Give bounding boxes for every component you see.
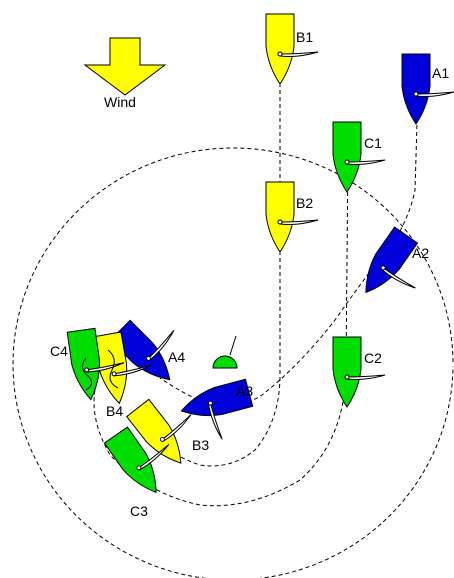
boat-hull-icon: [126, 398, 182, 464]
boat-label-b4: B4: [106, 403, 123, 419]
boat-sail-icon: [138, 444, 170, 471]
boat-mast-icon: [207, 400, 213, 406]
boat-label-c2: C2: [364, 350, 382, 366]
boat-sail-icon: [147, 329, 175, 361]
boat-a3: [180, 378, 254, 440]
boat-mast-icon: [380, 265, 386, 271]
wind-label: Wind: [104, 94, 136, 110]
boat-b3: [126, 398, 192, 464]
boat-label-a1: A1: [432, 65, 449, 81]
boat-sail-icon: [113, 364, 152, 377]
boat-mast-icon: [277, 219, 283, 225]
boat-c3: [103, 426, 170, 494]
boat-mast-icon: [413, 91, 419, 97]
boat-sail-icon: [346, 159, 386, 165]
boat-sail-icon: [381, 267, 416, 289]
mark-flag-pole: [229, 335, 237, 356]
boat-sail-icon: [279, 51, 319, 57]
boat-b4-sail-curve: [107, 349, 119, 389]
boat-label-c1: C1: [364, 135, 382, 151]
boat-label-b3: B3: [192, 437, 209, 453]
mark-buoy-icon: [212, 355, 238, 369]
boat-sail-icon: [279, 219, 319, 225]
path-c: [93, 149, 349, 507]
boat-sail-icon: [346, 374, 386, 380]
boat-hull-icon: [180, 378, 254, 417]
boat-mast-icon: [84, 367, 90, 373]
boat-hull-icon: [401, 53, 431, 125]
course-paths: [12, 55, 454, 578]
boat-mast-icon: [111, 371, 117, 377]
boat-mast-icon: [344, 159, 350, 165]
boat-label-b2: B2: [296, 195, 313, 211]
boat-b2: [265, 181, 319, 253]
boat-label-a2: A2: [412, 245, 429, 261]
boat-label-b1: B1: [296, 29, 313, 45]
boat-mast-icon: [277, 51, 283, 57]
boat-label-a3: A3: [236, 383, 253, 399]
boat-label-c4: C4: [50, 343, 68, 359]
boat-mast-icon: [145, 355, 151, 361]
wind-arrow-icon: [83, 37, 167, 96]
boat-hull-icon: [332, 336, 362, 408]
boat-sail-icon: [161, 414, 192, 442]
boat-c1: [332, 121, 386, 193]
boat-mast-icon: [344, 374, 350, 380]
boat-hull-icon: [332, 121, 362, 193]
boat-label-a4: A4: [168, 349, 185, 365]
boat-a2: [365, 226, 419, 294]
windward-mark: [212, 335, 238, 369]
boat-sail-icon: [86, 362, 125, 373]
boat-hull-icon: [265, 13, 295, 85]
boat-mast-icon: [159, 436, 165, 442]
wind-indicator: Wind: [83, 37, 167, 110]
boat-c2: [332, 336, 386, 408]
boat-hull-icon: [265, 181, 295, 253]
boat-mast-icon: [136, 465, 142, 471]
boat-label-c3: C3: [130, 503, 148, 519]
boat-a1: [401, 53, 454, 125]
boat-b1: [265, 13, 319, 85]
boat-c4-sail-curve: [82, 357, 92, 391]
boat-sail-icon: [207, 402, 223, 440]
boat-hull-icon: [103, 426, 157, 494]
boat-hull-icon: [365, 226, 419, 294]
